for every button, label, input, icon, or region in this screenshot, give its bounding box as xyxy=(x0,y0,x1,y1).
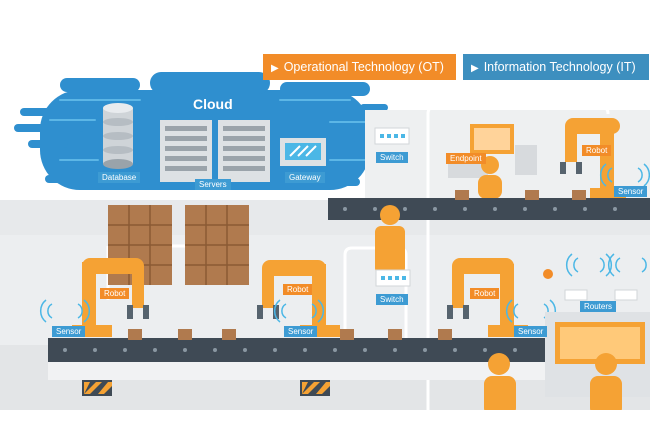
database-icon xyxy=(103,103,133,169)
worker-middle-icon xyxy=(375,205,405,274)
robot-left-label: Robot xyxy=(100,288,130,299)
gateway-icon xyxy=(280,138,326,166)
sensor-middle-label: Sensor xyxy=(284,326,318,337)
conveyor-top xyxy=(328,190,650,220)
robot-top-label: Robot xyxy=(582,145,612,156)
switch-top-label: Switch xyxy=(376,152,408,163)
servers-label: Servers xyxy=(195,179,231,190)
play-triangle-icon: ▶ xyxy=(471,63,479,74)
ot-header: ▶ Operational Technology (OT) xyxy=(263,54,456,80)
ot-header-label: Operational Technology (OT) xyxy=(283,60,444,74)
switch-middle-icon xyxy=(375,269,411,287)
cloud-wind-lines xyxy=(49,99,376,161)
endpoint-computer-icon xyxy=(448,124,537,178)
robot-left-icon xyxy=(72,258,149,337)
servers-icon xyxy=(160,120,270,182)
play-triangle-icon: ▶ xyxy=(271,63,279,74)
routers-icon xyxy=(543,269,638,301)
sensor-top-label: Sensor xyxy=(614,186,648,197)
database-label: Database xyxy=(98,172,141,183)
sensor-right-label: Sensor xyxy=(514,326,548,337)
robot-right-icon xyxy=(447,258,528,337)
switch-middle-label: Switch xyxy=(376,294,408,305)
sensor-left-label: Sensor xyxy=(52,326,86,337)
cloud-title: Cloud xyxy=(193,96,233,112)
worker-bottom-right-icon xyxy=(590,353,622,416)
it-header: ▶ Information Technology (IT) xyxy=(463,54,649,80)
robot-middle-label: Robot xyxy=(283,284,313,295)
conveyor-bottom xyxy=(48,329,550,396)
worker-bottom-left-icon xyxy=(484,353,516,416)
routers-label: Routers xyxy=(580,301,617,312)
it-header-label: Information Technology (IT) xyxy=(483,60,636,74)
sensor-wave-icons xyxy=(39,163,650,323)
endpoint-label: Endpoint xyxy=(446,153,486,164)
floor xyxy=(0,410,650,434)
switch-top-icon xyxy=(374,127,410,145)
gateway-label: Gateway xyxy=(285,172,325,183)
robot-right-label: Robot xyxy=(470,288,500,299)
